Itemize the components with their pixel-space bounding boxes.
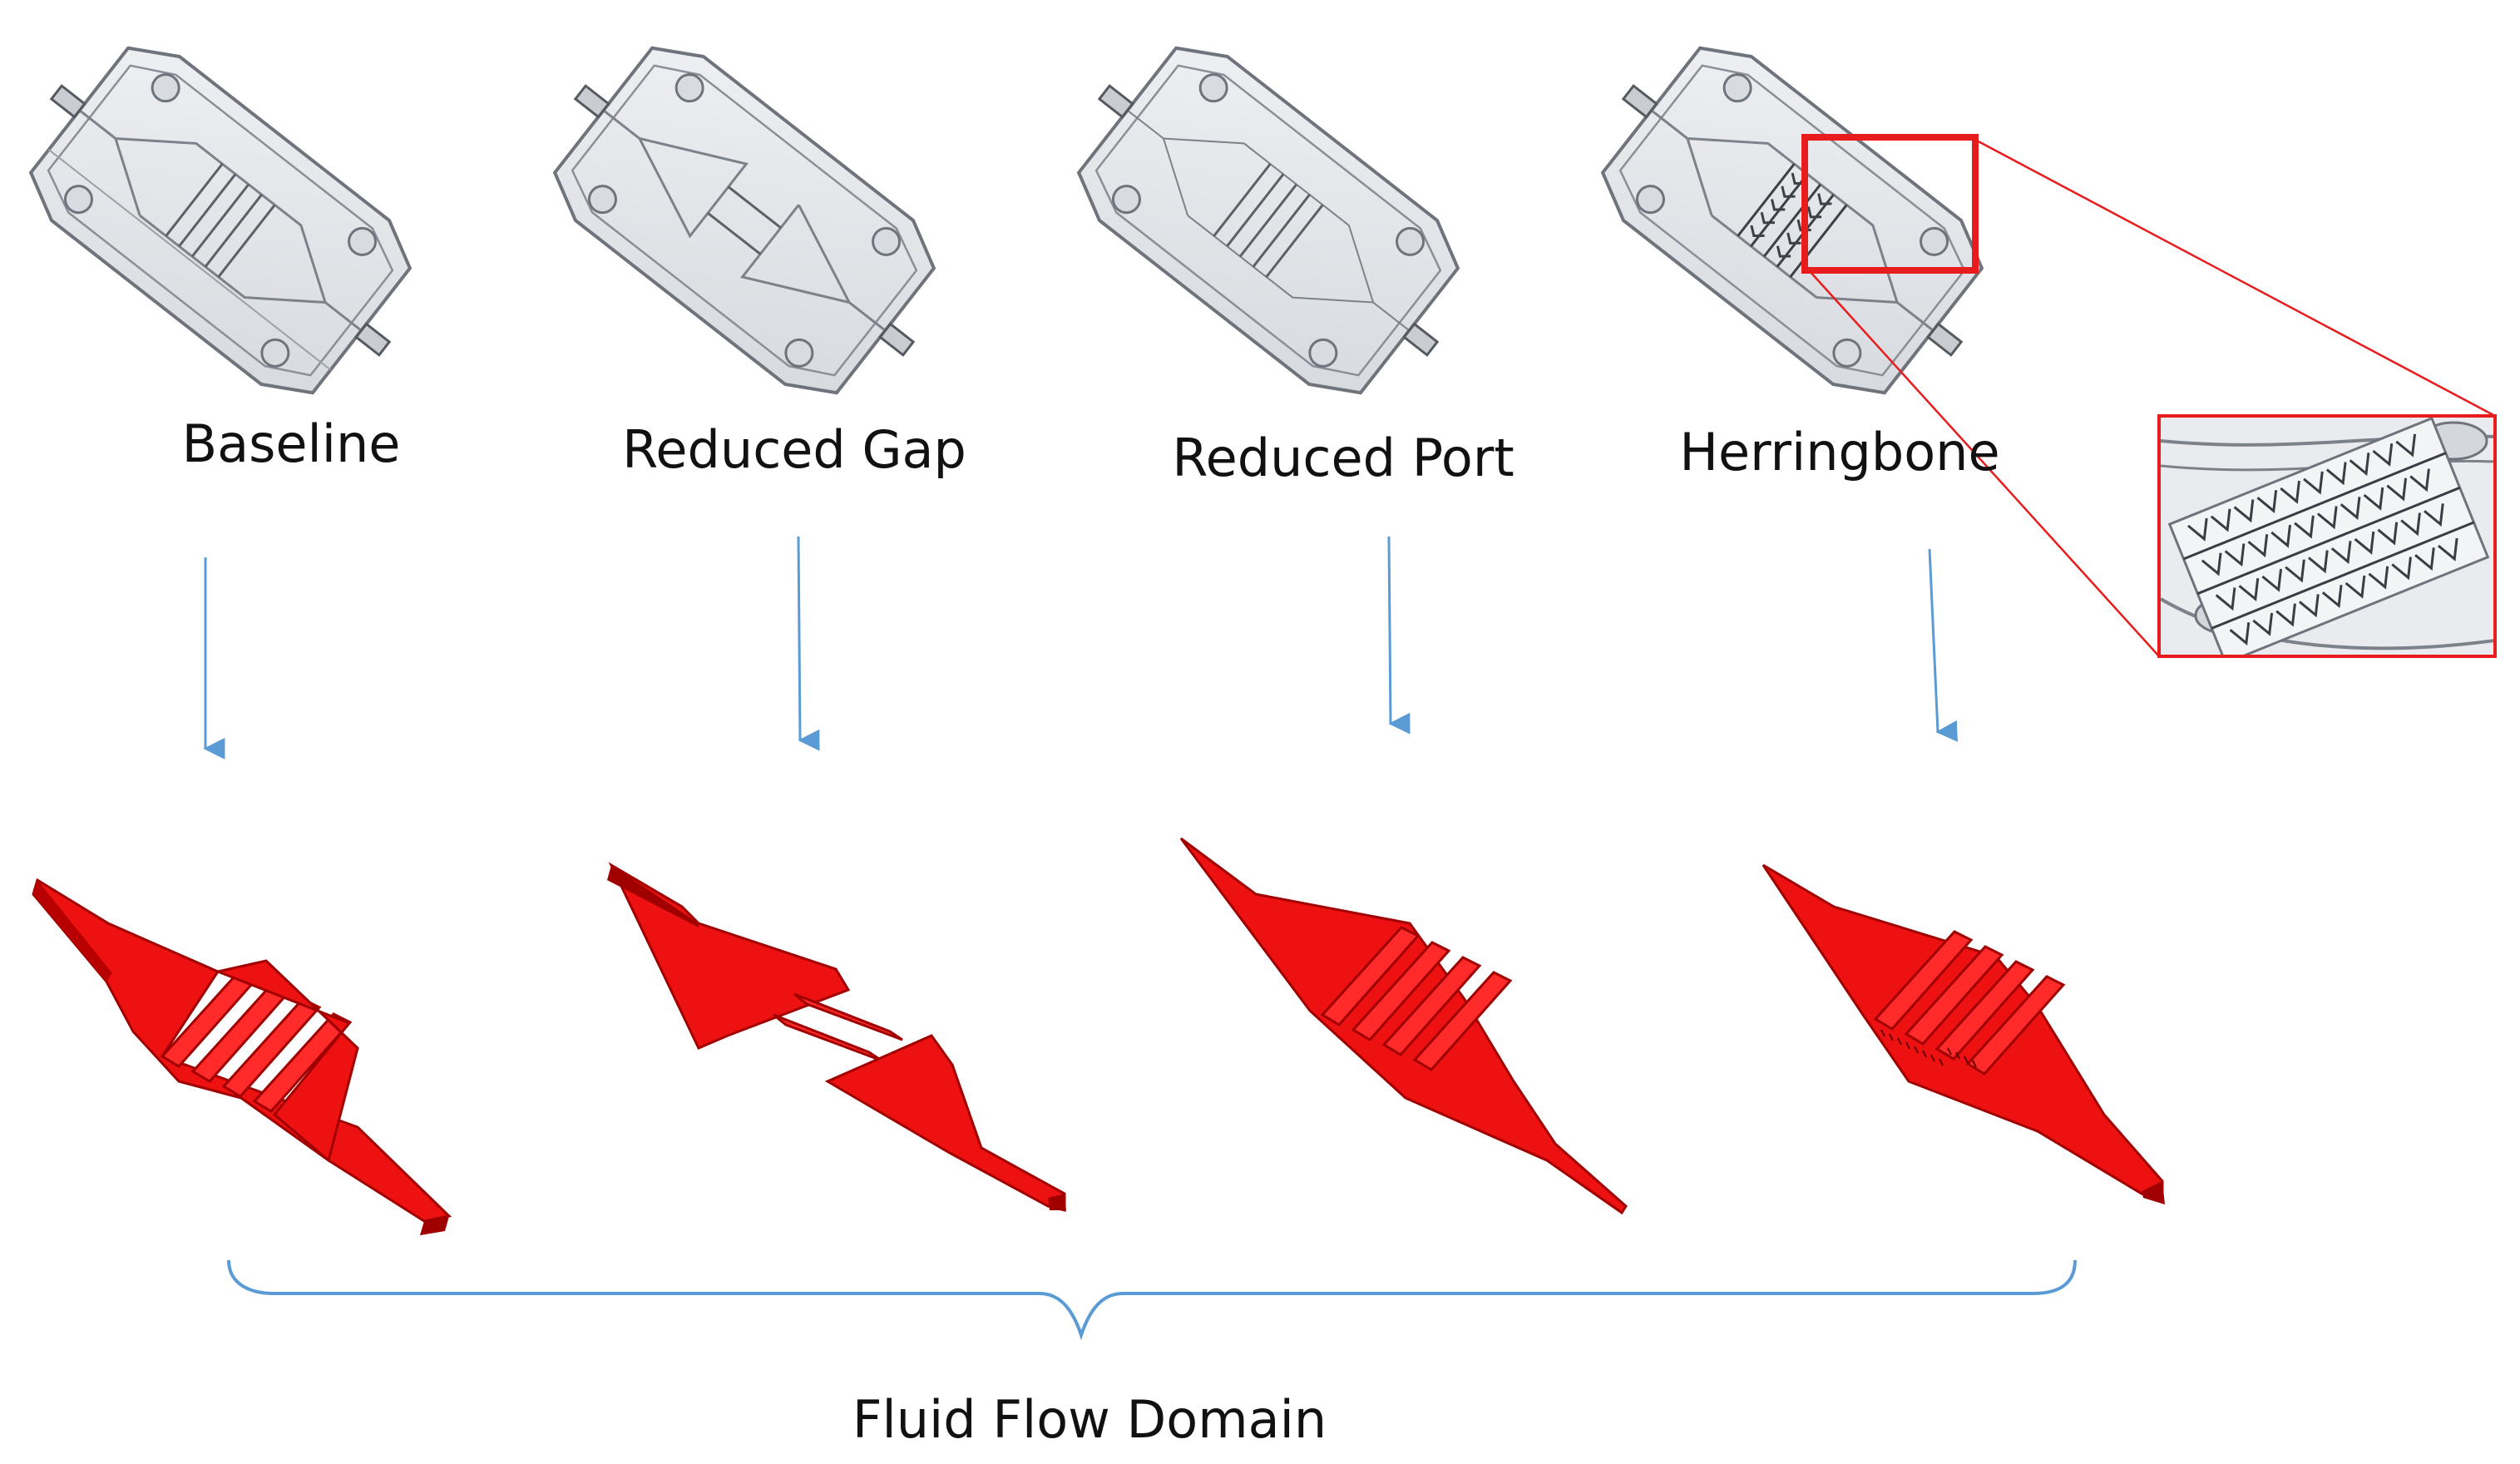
zoom-connector-top xyxy=(1974,138,2496,418)
label-reduced-gap: Reduced Gap xyxy=(622,419,966,480)
domain-brace xyxy=(227,1259,2077,1341)
arrow-reduced-gap xyxy=(797,536,820,751)
arrow-herringbone xyxy=(1928,548,1958,742)
fluid-domain-baseline xyxy=(32,878,452,1235)
fluid-domain-herringbone xyxy=(1762,863,2165,1204)
fluid-domain-reduced-port xyxy=(1179,837,1628,1215)
zoom-inset xyxy=(2157,414,2497,658)
device-model-reduced-port xyxy=(1076,46,1460,395)
device-model-reduced-gap xyxy=(552,46,936,395)
fluid-domain-reduced-gap xyxy=(607,862,1066,1212)
zoom-connector-bottom xyxy=(1808,270,2160,657)
label-fluid-flow-domain: Fluid Flow Domain xyxy=(852,1389,1327,1450)
label-herringbone: Herringbone xyxy=(1679,422,1999,482)
device-model-herringbone xyxy=(1600,46,1984,395)
zoom-source-box xyxy=(1801,134,1979,274)
label-baseline: Baseline xyxy=(182,413,401,474)
arrow-reduced-port xyxy=(1387,536,1411,734)
label-reduced-port: Reduced Port xyxy=(1172,428,1514,488)
device-model-baseline xyxy=(28,46,413,395)
